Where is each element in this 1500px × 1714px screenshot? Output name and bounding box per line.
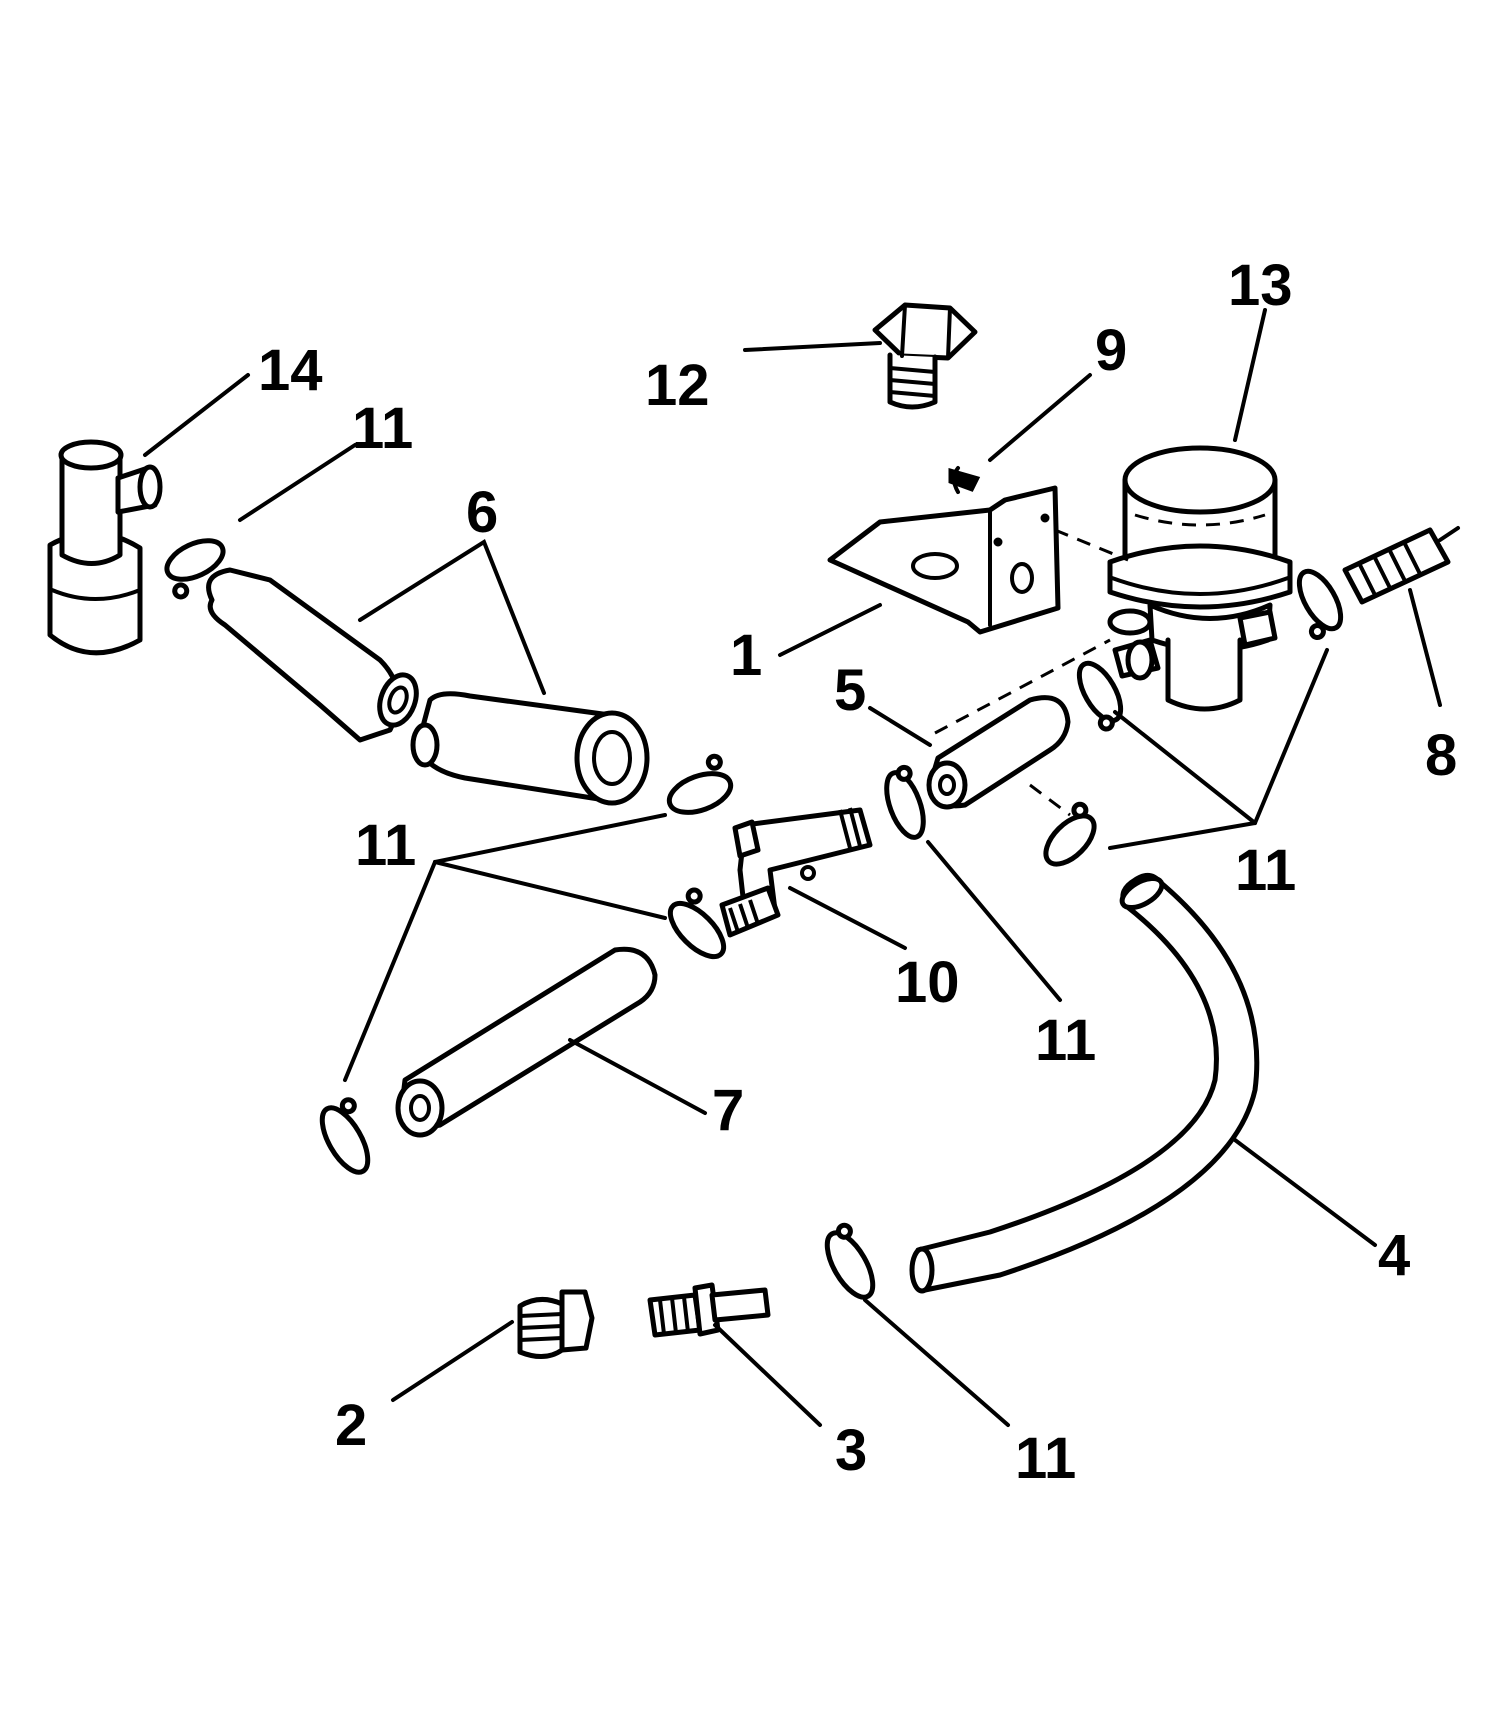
clamp (824, 1222, 876, 1300)
clamp (319, 1097, 371, 1175)
callout-8: 8 (1425, 723, 1457, 788)
callout-3: 3 (835, 1418, 867, 1483)
callout-2: 2 (335, 1393, 367, 1458)
callout-9: 9 (1095, 318, 1127, 383)
part-10-tee-fitting (719, 807, 873, 938)
leader-lines (143, 308, 1442, 1427)
part-12-bolt (872, 302, 978, 410)
part-7-hose (395, 946, 658, 1138)
callout-11-top-left: 11 (352, 396, 413, 461)
callout-12: 12 (645, 353, 710, 418)
part-1-bracket (827, 485, 1061, 635)
callout-labels: 12 9 13 14 11 6 1 5 8 11 11 10 11 7 4 2 … (258, 253, 1457, 1491)
callout-1: 1 (730, 623, 762, 688)
part-4-long-hose (909, 873, 1260, 1294)
part-6-hose-upper (206, 567, 419, 743)
callout-7: 7 (712, 1078, 744, 1143)
clamp (164, 538, 226, 600)
part-8-filter (1342, 526, 1460, 605)
callout-4: 4 (1378, 1223, 1410, 1288)
callout-11-bottom: 11 (1015, 1426, 1076, 1491)
clamp (667, 887, 727, 960)
callout-5: 5 (834, 658, 866, 723)
part-5-short-hose (926, 695, 1071, 810)
clamp (1296, 568, 1344, 641)
assembly-dashed-lines (934, 528, 1129, 817)
clamp (666, 753, 734, 815)
part-3-barb-fitting (647, 1282, 771, 1338)
part-2-plug (517, 1289, 595, 1359)
callout-11-left: 11 (355, 813, 416, 878)
callout-10: 10 (895, 950, 960, 1015)
callout-14: 14 (258, 338, 323, 403)
part-14-fitting (47, 439, 163, 656)
callout-6: 6 (466, 480, 498, 545)
part-11-clamps (164, 538, 1344, 1300)
part-13-fuel-pump (1107, 445, 1293, 712)
clamp (884, 764, 926, 840)
callout-11-center: 11 (1035, 1008, 1096, 1073)
clamp (1076, 660, 1124, 732)
part-6-hose-lower (410, 691, 650, 806)
callout-11-right: 11 (1235, 838, 1296, 903)
clamp (1043, 801, 1097, 867)
part-9-screw (948, 466, 981, 494)
callout-13: 13 (1228, 253, 1293, 318)
